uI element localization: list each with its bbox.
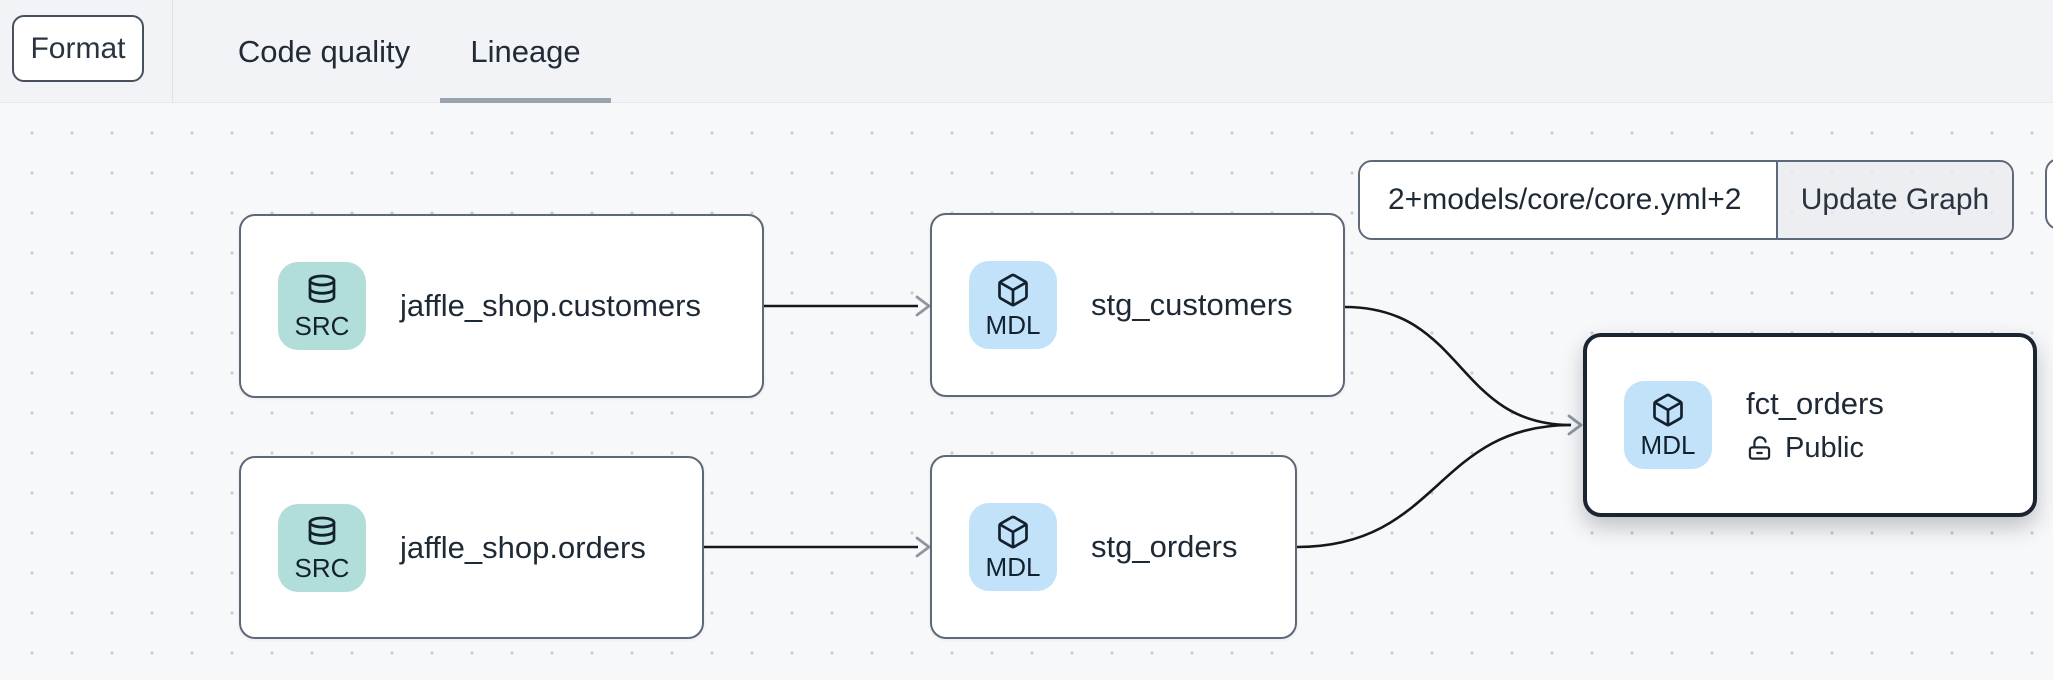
node-jaffle-shop-customers[interactable]: SRC jaffle_shop.customers [239,214,764,398]
model-badge: MDL [1624,381,1712,469]
cube-icon [998,273,1028,307]
database-icon [308,516,336,545]
node-fct-orders[interactable]: MDL fct_orders Public [1583,333,2037,517]
lineage-selector-input[interactable] [1360,162,1776,238]
cube-icon [998,515,1028,549]
badge-label: MDL [985,310,1041,340]
editor-toolbar: Format Code quality Lineage [0,0,2053,103]
node-text: fct_orders Public [1746,386,1884,465]
node-label: jaffle_shop.orders [400,529,646,565]
badge-label: MDL [985,552,1041,582]
lineage-selector-bar: Update Graph [1358,160,2014,240]
access-row: Public [1746,432,1884,465]
update-graph-button[interactable]: Update Graph [1776,162,2012,238]
source-badge: SRC [278,262,366,350]
arrowhead-icon [1567,414,1583,436]
database-icon [308,274,336,303]
badge-label: MDL [1640,430,1696,460]
edge-stg-orders-to-fct [1296,423,1572,549]
arrowhead-icon [915,536,931,558]
tab-code-quality[interactable]: Code quality [209,0,439,103]
node-stg-customers[interactable]: MDL stg_customers [930,213,1345,397]
node-label: stg_orders [1091,529,1238,564]
toolbar-divider [172,0,173,103]
tab-lineage[interactable]: Lineage [440,0,611,103]
source-badge: SRC [278,503,366,592]
badge-label: SRC [294,552,350,583]
node-label: stg_customers [1091,287,1293,322]
lineage-canvas[interactable]: SRC jaffle_shop.customers MDL stg_custom… [0,103,2053,680]
lock-open-icon [1748,435,1771,460]
format-button[interactable]: Format [12,15,144,82]
node-label: fct_orders [1746,385,1884,421]
tab-lineage-label: Lineage [470,33,581,69]
badge-label: SRC [294,311,350,341]
model-badge: MDL [969,261,1057,349]
arrowhead-icon [915,295,931,317]
edge-stg-customers-to-fct [1344,305,1572,427]
clipped-right-button[interactable] [2045,158,2053,230]
node-stg-orders[interactable]: MDL stg_orders [930,455,1297,639]
tab-code-quality-label: Code quality [237,33,411,69]
access-label: Public [1785,431,1864,464]
model-badge: MDL [969,503,1057,591]
cube-icon [1653,393,1683,427]
lineage-edges [704,295,1583,558]
tab-active-underline [440,98,611,103]
node-jaffle-shop-orders[interactable]: SRC jaffle_shop.orders [239,456,704,639]
node-label: jaffle_shop.customers [400,288,701,323]
